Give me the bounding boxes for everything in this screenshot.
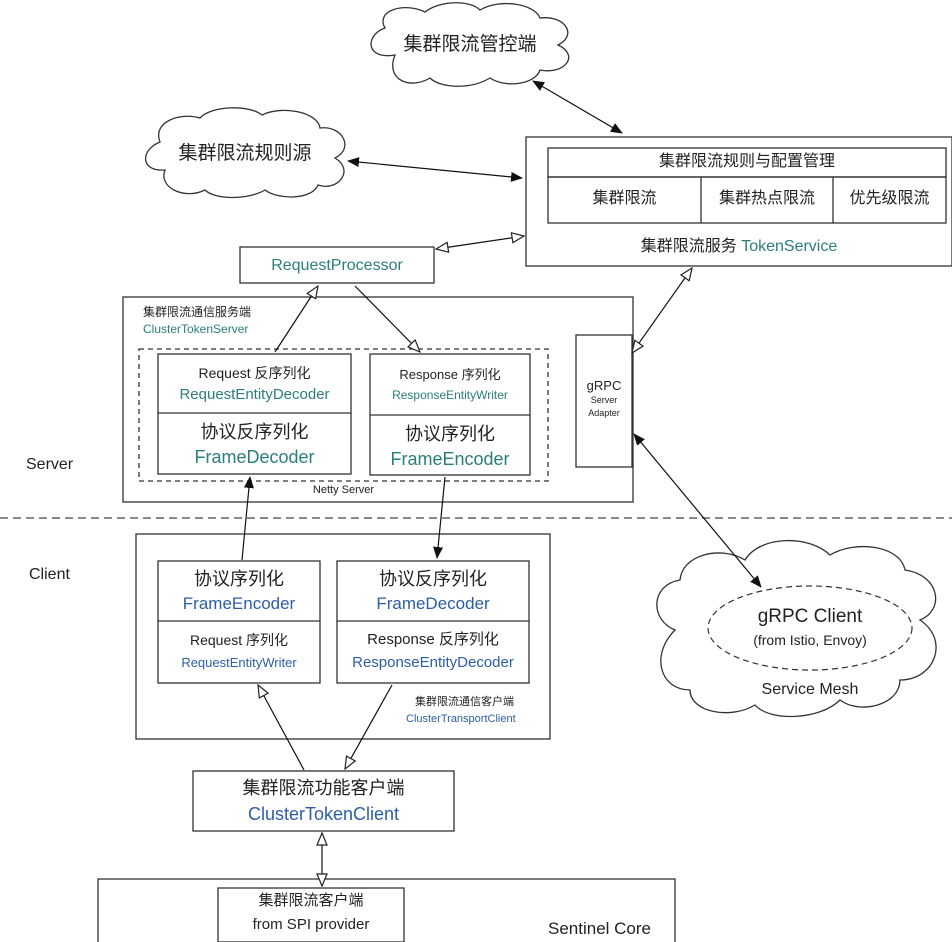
sentinel-core-label: Sentinel Core bbox=[548, 919, 652, 938]
rule-type-hotspot: 集群热点限流 bbox=[718, 190, 815, 207]
server-encoder-bottom-cn: 协议序列化 bbox=[405, 424, 495, 444]
cloud-rule-source bbox=[144, 107, 346, 199]
grpc-client-ellipse bbox=[707, 585, 913, 671]
cluster-transport-client-box bbox=[135, 533, 551, 740]
cluster-token-client-title-en: ClusterTokenClient bbox=[247, 804, 400, 824]
grpc-adapter-line1: gRPC bbox=[586, 378, 622, 393]
client-decoder-top-en: FrameDecoder bbox=[376, 594, 490, 613]
arrow-responsedecoder-tokenclient bbox=[345, 684, 393, 769]
token-service-title: 集群限流服务 TokenService bbox=[526, 237, 952, 256]
server-decoder-top-cn: Request 反序列化 bbox=[198, 365, 311, 381]
cloud-rule-source-label: 集群限流规则源 bbox=[178, 143, 312, 164]
grpc-adapter-box bbox=[575, 334, 633, 468]
token-service-title-cn: 集群限流服务 bbox=[640, 238, 737, 255]
arrow-processor-encoder bbox=[354, 285, 420, 352]
arrow-rulesource-tokenservice bbox=[347, 157, 523, 182]
server-encoder-top-en: ResponseEntityWriter bbox=[392, 388, 508, 402]
server-encoder-bottom-en: FrameEncoder bbox=[390, 449, 510, 469]
cluster-token-client-box bbox=[192, 770, 455, 832]
server-encoder-top-cn: Response 序列化 bbox=[399, 367, 501, 382]
grpc-adapter-line3: Adapter bbox=[588, 408, 620, 418]
client-encoder-block bbox=[157, 560, 321, 684]
spi-provider-box bbox=[217, 887, 405, 942]
arrow-server-encoder-client-decoder bbox=[433, 476, 446, 559]
service-mesh-label: Service Mesh bbox=[761, 681, 859, 698]
rule-type-priority: 优先级限流 bbox=[849, 190, 930, 207]
rule-config-mgmt-label: 集群限流规则与配置管理 bbox=[658, 153, 835, 170]
token-service-title-en: TokenService bbox=[741, 238, 838, 255]
grpc-adapter-line2: Server bbox=[590, 395, 618, 405]
arrow-client-encoder-server-decoder bbox=[241, 476, 254, 561]
server-decoder-bottom-en: FrameDecoder bbox=[194, 447, 315, 467]
zone-server-label: Server bbox=[26, 456, 74, 473]
arrow-grpc-mesh bbox=[633, 433, 762, 588]
sentinel-core-box bbox=[97, 878, 676, 942]
server-decoder-bottom-cn: 协议反序列化 bbox=[200, 422, 309, 442]
cluster-token-server-title-cn: 集群限流通信服务端 bbox=[143, 305, 252, 319]
cloud-control-label: 集群限流管控端 bbox=[403, 34, 537, 55]
arrow-processor-tokenservice bbox=[436, 236, 524, 249]
netty-server-label: Netty Server bbox=[312, 484, 375, 496]
arrow-decoder-processor bbox=[274, 286, 318, 353]
grpc-client-label: gRPC Client bbox=[757, 606, 863, 627]
cluster-token-server-box bbox=[122, 296, 634, 503]
rule-types-row bbox=[547, 176, 947, 224]
client-encoder-bottom-cn: Request 序列化 bbox=[189, 632, 289, 648]
client-encoder-top-cn: 协议序列化 bbox=[194, 569, 284, 589]
spi-provider-title: 集群限流客户端 bbox=[258, 892, 364, 909]
cluster-transport-client-title-cn: 集群限流通信客户端 bbox=[415, 696, 514, 708]
arrow-tokenclient-requestwriter bbox=[258, 685, 305, 771]
arrow-control-tokenservice bbox=[532, 80, 623, 134]
spi-provider-sub: from SPI provider bbox=[252, 916, 370, 933]
token-service-box bbox=[525, 136, 952, 267]
arrow-tokenservice-grpc bbox=[632, 268, 692, 353]
client-decoder-top-cn: 协议反序列化 bbox=[379, 569, 487, 589]
client-encoder-bottom-en: RequestEntityWriter bbox=[181, 655, 297, 670]
server-decoder-block bbox=[157, 353, 352, 475]
cluster-token-server-title-en: ClusterTokenServer bbox=[143, 322, 249, 336]
client-encoder-top-en: FrameEncoder bbox=[182, 594, 296, 613]
server-decoder-top-en: RequestEntityDecoder bbox=[179, 386, 330, 403]
client-decoder-bottom-cn: Response 反序列化 bbox=[367, 631, 499, 648]
rule-type-cluster: 集群限流 bbox=[592, 190, 657, 207]
cluster-token-client-title-cn: 集群限流功能客户端 bbox=[242, 778, 405, 798]
client-decoder-bottom-en: ResponseEntityDecoder bbox=[352, 654, 514, 671]
client-decoder-block bbox=[336, 560, 530, 684]
request-processor-label: RequestProcessor bbox=[271, 257, 403, 274]
zone-client-label: Client bbox=[29, 566, 70, 583]
request-processor-box bbox=[239, 246, 435, 284]
cluster-transport-client-title-en: ClusterTransportClient bbox=[406, 713, 516, 725]
cloud-control bbox=[370, 2, 570, 87]
grpc-client-sub-label: (from Istio, Envoy) bbox=[753, 632, 867, 648]
